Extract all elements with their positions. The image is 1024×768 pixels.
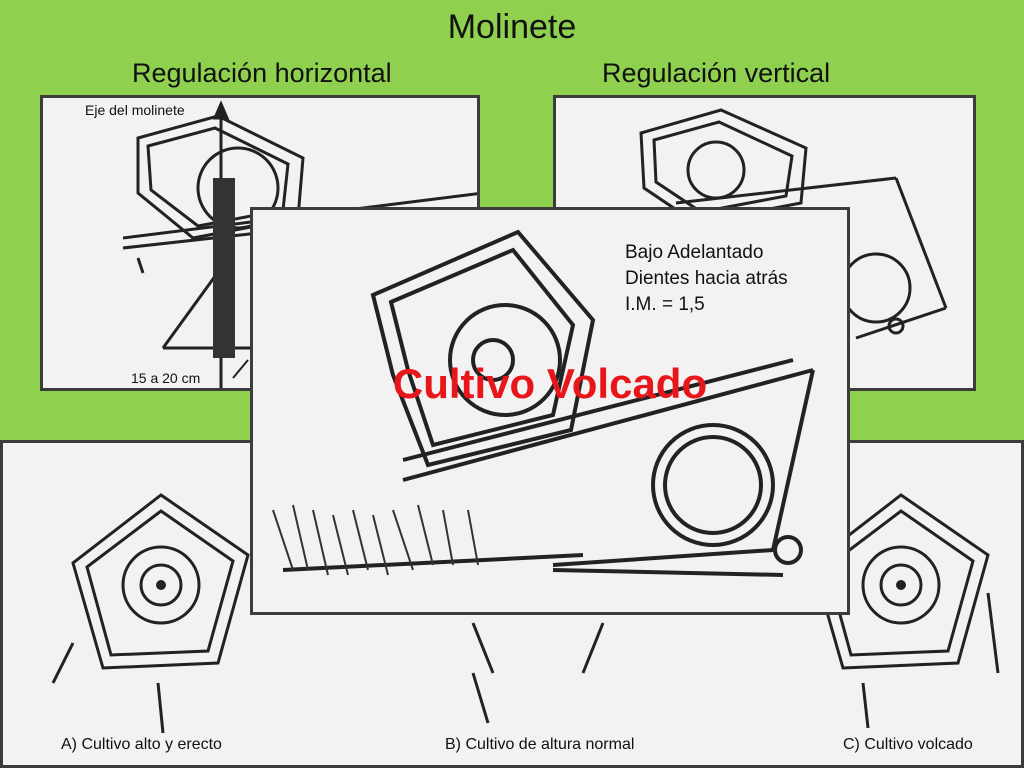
settings-notes: Bajo Adelantado Dientes hacia atrás I.M.… (625, 240, 788, 318)
lodged-crop-overlay-text: Cultivo Volcado (392, 360, 708, 407)
caption-a: A) Cultivo alto y erecto (61, 736, 222, 753)
note-line: I.M. = 1,5 (625, 294, 705, 315)
slide-title: Molinete (447, 8, 577, 46)
subtitle-vertical: Regulación vertical (602, 58, 831, 88)
panel-lodged-crop: Bajo Adelantado Dientes hacia atrás I.M.… (250, 207, 850, 615)
note-line: Dientes hacia atrás (625, 268, 788, 289)
subtitle-horizontal: Regulación horizontal (132, 58, 392, 88)
axis-label: Eje del molinete (85, 102, 185, 118)
caption-b: B) Cultivo de altura normal (445, 736, 635, 753)
combine-header-drawing (272, 229, 815, 577)
caption-c: C) Cultivo volcado (843, 736, 973, 753)
note-line: Bajo Adelantado (625, 242, 764, 263)
distance-label: 15 a 20 cm (131, 370, 201, 386)
reel-vertical-drawing (639, 108, 948, 340)
